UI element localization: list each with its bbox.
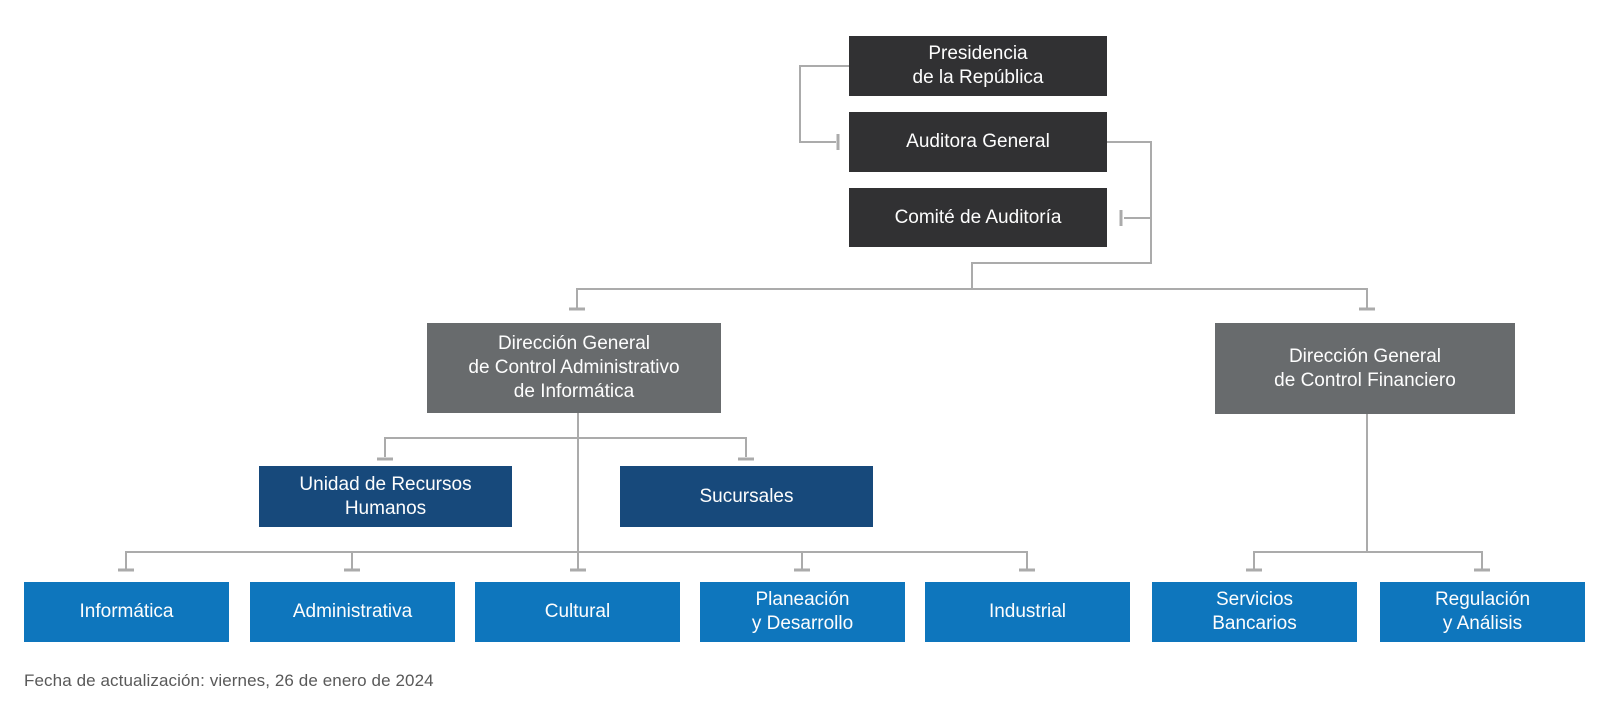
org-node-unidad-recursos-humanos: Unidad de Recursos Humanos [259,466,512,527]
org-node-informatica: Informática [24,582,229,642]
org-node-industrial: Industrial [925,582,1130,642]
org-node-administrativa: Administrativa [250,582,455,642]
connector-presidencia-auditora [799,65,849,143]
org-node-auditora-general: Auditora General [849,112,1107,172]
connector-departments-rail-left [125,551,1028,569]
org-node-sucursales: Sucursales [620,466,873,527]
update-date-text: Fecha de actualización: viernes, 26 de e… [24,671,434,690]
org-node-servicios-bancarios: Servicios Bancarios [1152,582,1357,642]
org-node-planeacion-desarrollo: Planeación y Desarrollo [700,582,905,642]
connector-auditora-trunk [971,141,1152,290]
org-node-direccion-control-financiero: Dirección General de Control Financiero [1215,323,1515,414]
org-node-regulacion-analisis: Regulación y Análisis [1380,582,1585,642]
org-node-cultural: Cultural [475,582,680,642]
org-node-presidencia: Presidencia de la República [849,36,1107,96]
connector-departments-rail-right [1253,551,1483,569]
connector-direcciones-rail [576,288,1368,308]
org-node-direccion-control-administrativo: Dirección General de Control Administrat… [427,323,721,413]
connector-unidades-rail [384,437,747,457]
org-node-comite-auditoria: Comité de Auditoría [849,188,1107,247]
